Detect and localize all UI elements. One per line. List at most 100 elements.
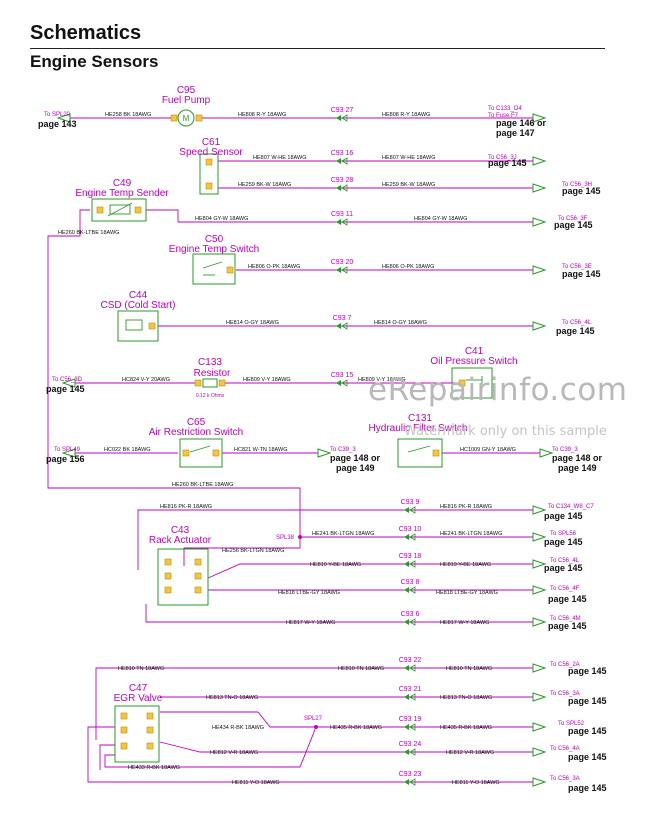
connector-label: C93 7 <box>333 315 352 322</box>
wire-lines <box>47 117 540 783</box>
rack-actuator-symbol <box>157 548 209 606</box>
c65-name: Air Restriction Switch <box>149 427 243 438</box>
wire-label: HE811 Y-O 18AWG <box>452 780 500 786</box>
splice-label: SPL27 <box>304 716 323 722</box>
c41-name: Oil Pressure Switch <box>430 356 517 367</box>
ref-to: To C56_3D <box>52 377 83 383</box>
connector-label: C93 24 <box>399 741 422 748</box>
ref-page: page 143 <box>38 119 77 129</box>
ref-page: page 149 <box>558 463 597 473</box>
c44-id: C44 <box>129 290 148 301</box>
wire-label: HE807 W-HE 18AWG <box>253 155 307 161</box>
wire-label: HE807 W-HE 18AWG <box>382 155 436 161</box>
ref-page: page 145 <box>548 621 587 631</box>
c131-id: C131 <box>408 413 432 424</box>
wire-label: HE259 BK-W 18AWG <box>238 182 291 188</box>
ref-page: page 145 <box>568 726 607 736</box>
ref-page: page 145 <box>568 752 607 762</box>
wire-label: HE819 Y-BE 18AWG <box>310 562 361 568</box>
ref-page: page 145 <box>568 666 607 676</box>
connector-label: C93 10 <box>399 526 422 533</box>
speed-sensor-symbol <box>199 153 219 195</box>
ref-page: page 145 <box>488 158 527 168</box>
wire-label: HC821 W-TN 18AWG <box>234 447 287 453</box>
ref-to: To C56_3F <box>558 216 588 222</box>
c133-name: Resistor <box>194 368 231 379</box>
c61-name: Speed Sensor <box>179 147 243 158</box>
c95-name: Fuel Pump <box>162 95 211 106</box>
ref-page: page 145 <box>544 563 583 573</box>
wire-label: HE818 LTBE-GY 18AWG <box>436 590 498 596</box>
wire-label: HE810 TN 18AWG <box>118 666 164 672</box>
oil-pressure-switch-symbol <box>451 367 493 399</box>
connector-label: C93 11 <box>331 211 353 218</box>
wire-label: HE813 TN-O 18AWG <box>440 695 492 701</box>
ref-page: page 145 <box>46 384 85 394</box>
ref-to: To C56_3E <box>562 264 592 270</box>
wire-label: HE817 W-Y 18AWG <box>440 620 489 626</box>
c47-name: EGR Valve <box>114 693 163 704</box>
connector-label: C93 9 <box>401 499 420 506</box>
c41-id: C41 <box>465 346 484 357</box>
svg-text:M: M <box>183 114 190 123</box>
wire-label: HE818 LTBE-GY 18AWG <box>278 590 340 596</box>
connector-label: C93 19 <box>399 716 422 723</box>
connector-label: C93 15 <box>331 372 354 379</box>
ref-page: page 145 <box>548 594 587 604</box>
wire-label: HE809 V-Y 18AWG <box>358 377 406 383</box>
ref-page: page 145 <box>562 269 601 279</box>
connector-label: C93 21 <box>399 686 422 693</box>
ref-to: To C56_4A <box>550 746 580 752</box>
ref-to: To C39_3 <box>552 447 578 453</box>
ref-to: To C56_4L <box>550 558 580 564</box>
hydraulic-filter-switch-symbol <box>397 438 443 468</box>
wire-label: HE241 BK-LTGN 18AWG <box>440 531 502 537</box>
c133-id: C133 <box>198 357 222 368</box>
ref-to: To Fuse F7 <box>488 113 519 119</box>
wire-label: HE808 R-Y 18AWG <box>238 112 286 118</box>
connector-label: C93 27 <box>331 107 354 114</box>
watermark-note: Watermark only on this sample <box>404 424 607 439</box>
ref-page: page 145 <box>556 326 595 336</box>
wire-label: HE435 R-BK 18AWG <box>440 725 492 731</box>
c65-id: C65 <box>187 417 206 428</box>
connector-label: C93 16 <box>331 150 354 157</box>
wire-label: HE809 V-Y 18AWG <box>243 377 291 383</box>
resistor-symbol <box>194 378 226 388</box>
wire-label: HE811 Y-O 18AWG <box>232 780 280 786</box>
wire-label: HE259 BK-W 18AWG <box>382 182 435 188</box>
temp-switch-symbol <box>192 253 236 285</box>
wire-label: HE817 W-Y 18AWG <box>286 620 335 626</box>
wire-label: HE812 V-R 18AWG <box>210 750 258 756</box>
ref-to: To C56_3A <box>550 691 580 697</box>
ref-to: To C134_W8_C7 <box>548 504 594 510</box>
wire-label: HE810 TN 18AWG <box>338 666 384 672</box>
egr-valve-symbol <box>114 705 160 763</box>
ref-to: To C56_2A <box>550 662 580 668</box>
ref-to: To C56_3A <box>550 776 580 782</box>
wire-label: HE814 O-GY 18AWG <box>226 320 279 326</box>
wire-label: HE256 BK-LTGN 18AWG <box>222 548 284 554</box>
c131-name: Hydraulic Filter Switch <box>369 423 468 434</box>
ref-to: To SPL49 <box>54 447 81 453</box>
wire-label: HE804 GY-W 18AWG <box>414 216 467 222</box>
ref-page: page 145 <box>544 511 583 521</box>
wire-label: HE816 PK-R 18AWG <box>160 504 212 510</box>
wire-label: HE816 PK-R 18AWG <box>440 504 492 510</box>
wire-label: HC1009 GN-Y 18AWG <box>460 447 516 453</box>
fuel-pump-symbol: M <box>170 109 203 127</box>
ref-page: page 148 or <box>330 453 381 463</box>
ref-page: page 145 <box>568 696 607 706</box>
temp-sender-symbol <box>91 198 147 222</box>
ref-to: To C56_4L <box>562 320 592 326</box>
connector-label: C93 23 <box>399 771 422 778</box>
cold-start-symbol <box>117 310 159 342</box>
ref-page: page 156 <box>46 454 85 464</box>
wire-label: HE260 BK-LTBE 18AWG <box>172 482 233 488</box>
ref-to: To C56_4M <box>550 616 581 622</box>
c43-name: Rack Actuator <box>149 535 212 546</box>
ref-to: To SPL56 <box>550 531 577 537</box>
ref-to: To C56_3H <box>562 182 592 188</box>
ref-page: page 149 <box>336 463 375 473</box>
